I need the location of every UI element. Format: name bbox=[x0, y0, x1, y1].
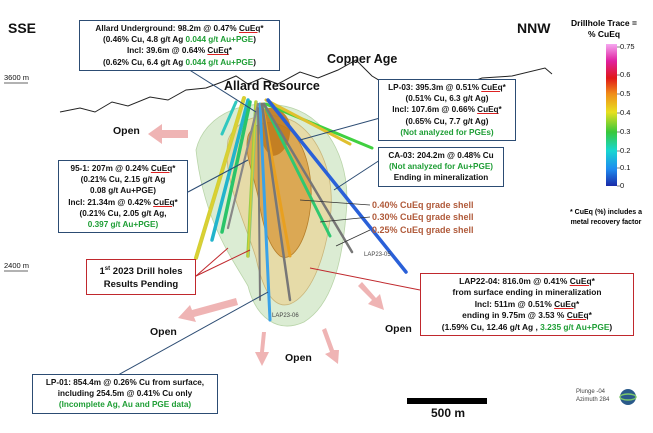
legend-tick-label: 0.6 bbox=[620, 70, 631, 79]
allard-resource-label: Allard Resource bbox=[224, 79, 320, 93]
callout-leaders-red bbox=[195, 247, 421, 291]
legend-colorbar bbox=[606, 44, 617, 186]
elevation-2400: 2400 m bbox=[4, 261, 30, 270]
hole-label-lap23-06: LAP23-06 bbox=[272, 313, 299, 319]
orientation-globe-icon bbox=[620, 389, 636, 405]
legend-tick-label: 0.2 bbox=[620, 146, 631, 155]
callout-lp-03: LP-03: 395.3m @ 0.51% CuEq* (0.51% Cu, 6… bbox=[378, 79, 516, 142]
legend-title: Drillhole Trace = % CuEq bbox=[571, 18, 637, 39]
drillhole-trace bbox=[220, 100, 238, 136]
shell-label-040: 0.40% CuEq grade shell bbox=[372, 200, 474, 210]
legend-tick-label: 0.1 bbox=[620, 163, 631, 172]
drillhole-trace bbox=[266, 98, 408, 274]
open-arrow bbox=[358, 282, 384, 310]
copper-age-label: Copper Age bbox=[327, 52, 398, 66]
callout-leaders bbox=[117, 63, 381, 376]
drillhole-trace bbox=[226, 102, 260, 230]
shell-label-030: 0.30% CuEq grade shell bbox=[372, 212, 474, 222]
drillhole-trace bbox=[258, 102, 272, 322]
legend-tick-label: 0.5 bbox=[620, 89, 631, 98]
open-label-south: Open bbox=[285, 352, 312, 364]
drillhole-trace bbox=[260, 102, 292, 302]
view-azimuth: Azimuth 284 bbox=[576, 397, 610, 403]
drillhole-trace bbox=[264, 102, 374, 150]
elevation-3600: 3600 m bbox=[4, 73, 30, 82]
open-arrow bbox=[148, 124, 188, 144]
callout-ca-03: CA-03: 204.2m @ 0.48% Cu (Not analyzed f… bbox=[378, 147, 504, 187]
legend-tick-label: 0.75 bbox=[620, 42, 635, 51]
callout-allard-underground: Allard Underground: 98.2m @ 0.47% CuEq* … bbox=[79, 20, 280, 71]
legend-tick-label: 0.4 bbox=[620, 108, 631, 117]
drillhole-trace bbox=[262, 102, 354, 254]
open-arrow bbox=[322, 328, 339, 364]
drillhole-trace bbox=[194, 96, 246, 260]
open-label-south-east: Open bbox=[385, 323, 412, 335]
drillhole-trace bbox=[246, 100, 258, 258]
callout-lp-01: LP-01: 854.4m @ 0.26% Cu from surface, i… bbox=[32, 374, 218, 414]
legend-tick-label: 0 bbox=[620, 181, 625, 190]
legend-footnote: * CuEq (%) includes a metal recovery fac… bbox=[570, 209, 642, 226]
hole-label-lap23-05: LAP23-05 bbox=[364, 252, 391, 258]
drillhole-trace bbox=[262, 102, 332, 238]
view-plunge: Plunge -04 bbox=[576, 389, 606, 395]
drillhole-trace bbox=[264, 98, 352, 146]
open-arrows bbox=[148, 124, 384, 366]
callout-lap22-04: LAP22-04: 816.0m @ 0.41% CuEq* from surf… bbox=[420, 273, 634, 337]
open-arrow bbox=[255, 332, 269, 366]
shell-leaders bbox=[299, 199, 371, 247]
open-label-west: Open bbox=[113, 125, 140, 137]
direction-sse: SSE bbox=[8, 20, 37, 36]
drillhole-trace bbox=[257, 107, 261, 301]
drillhole-trace bbox=[220, 100, 252, 234]
callout-95-1: 95-1: 207m @ 0.24% CuEq* (0.21% Cu, 2.15… bbox=[58, 160, 188, 234]
legend-tick-label: 0.3 bbox=[620, 127, 631, 136]
legend-ticks bbox=[617, 46, 620, 187]
callout-pending-results: 1st 2023 Drill holes Results Pending bbox=[86, 259, 196, 296]
open-label-south-west: Open bbox=[150, 326, 177, 338]
scale-bar bbox=[407, 398, 487, 404]
scale-label: 500 m bbox=[431, 406, 466, 420]
direction-nnw: NNW bbox=[517, 20, 551, 36]
shell-label-025: 0.25% CuEq grade shell bbox=[372, 225, 474, 235]
open-arrow bbox=[178, 298, 238, 322]
